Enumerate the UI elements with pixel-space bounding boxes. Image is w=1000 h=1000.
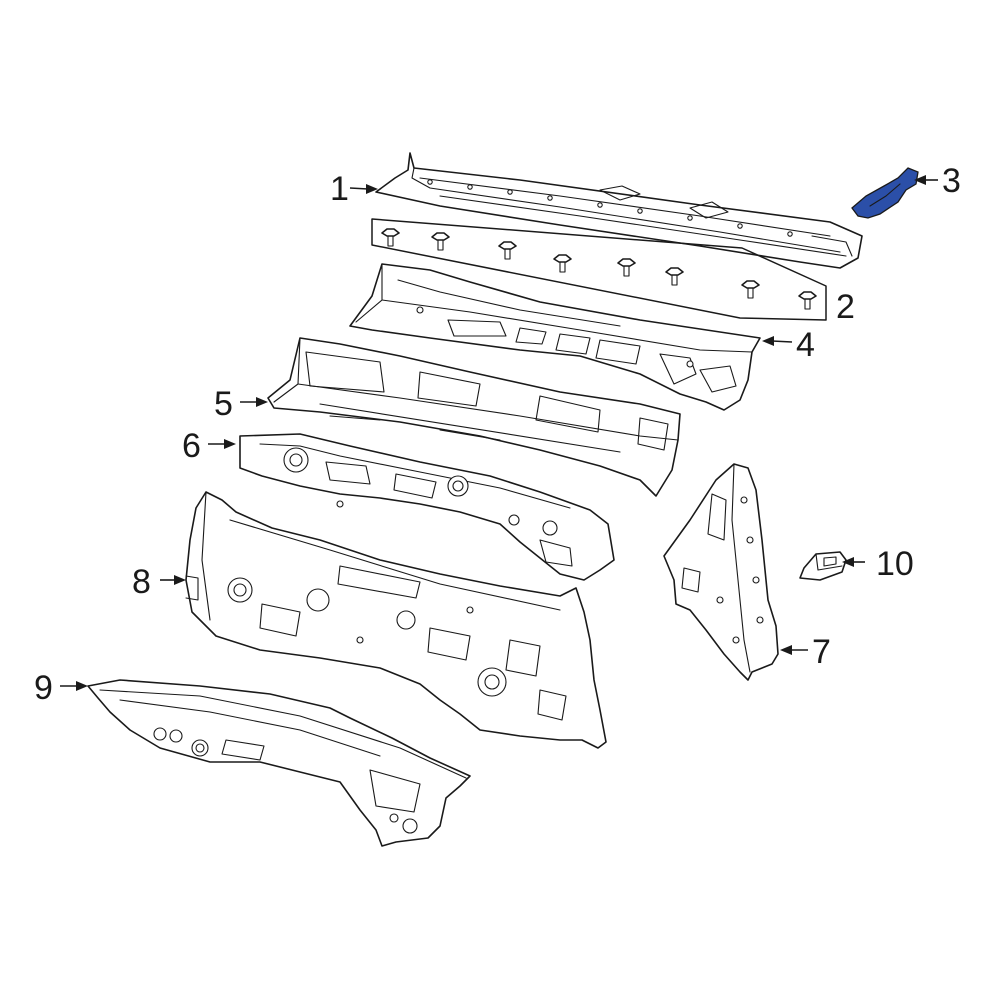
part-9-lower-panel[interactable] [87, 679, 471, 847]
bolt-icon [741, 280, 760, 299]
callout-1: 1 [330, 170, 349, 208]
callout-7: 7 [812, 633, 831, 671]
part-4-plenum-panel[interactable] [349, 263, 761, 411]
callout-6: 6 [182, 427, 201, 465]
bolt-icon [617, 258, 636, 277]
part-3-bracket[interactable] [851, 167, 919, 219]
bolt-icon [498, 241, 517, 260]
callout-8: 8 [132, 563, 151, 601]
bolt-icon [431, 232, 450, 251]
bolt-icon [381, 228, 400, 247]
callout-9: 9 [34, 669, 53, 707]
bolt-icon [798, 291, 817, 310]
part-10-clip[interactable] [799, 551, 847, 581]
bolt-icon [553, 254, 572, 273]
callout-5: 5 [214, 385, 233, 423]
part-6-dash-panel-middle[interactable] [239, 433, 615, 581]
part-2-bolt-set[interactable] [371, 218, 827, 321]
part-1-cowl-top-panel[interactable] [375, 152, 863, 269]
part-7-side-panel[interactable] [663, 463, 779, 681]
part-5-dash-panel-upper[interactable] [267, 337, 681, 497]
callout-3: 3 [942, 162, 961, 200]
callout-10: 10 [876, 545, 914, 583]
leader-arrows [60, 175, 938, 691]
callout-2: 2 [836, 288, 855, 326]
bolt-icon [665, 267, 684, 286]
part-8-dash-panel-lower[interactable] [185, 491, 607, 749]
callout-4: 4 [796, 326, 815, 364]
